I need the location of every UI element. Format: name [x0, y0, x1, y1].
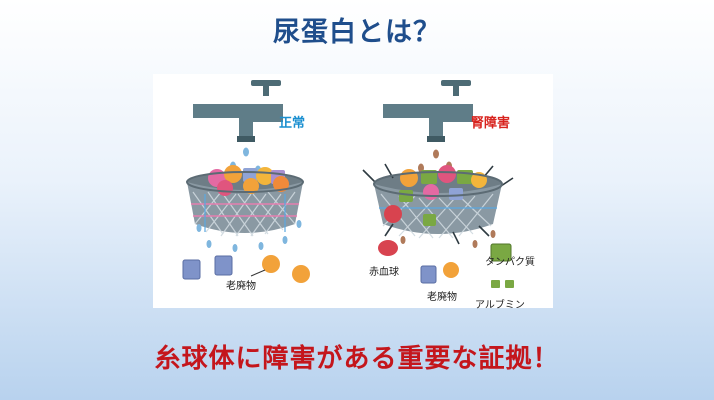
- label-protein: タンパク質: [485, 257, 535, 268]
- label-albumin: アルブミン: [475, 300, 525, 311]
- label-red-blood-cell: 赤血球: [369, 267, 399, 278]
- waste-cubes-left: [182, 255, 310, 283]
- conclusion-text: 糸球体に障害がある重要な証拠！: [154, 344, 560, 374]
- label-kidney-disorder: 腎障害: [471, 116, 511, 131]
- filter-illustration: 正常 腎障害 老廃物 赤血球 タンパク質 老廃物 アルブミン: [153, 74, 553, 311]
- label-waste-right: 老廃物: [427, 292, 457, 303]
- illustration-svg: [182, 80, 514, 288]
- faucet-left-icon: [193, 80, 283, 142]
- label-normal: 正常: [279, 116, 306, 131]
- label-waste-left: 老廃物: [226, 281, 256, 292]
- leaked-items-right: [378, 240, 514, 288]
- faucet-right-icon: [383, 80, 473, 142]
- slide-title: 尿蛋白とは？: [273, 17, 441, 48]
- filter-basket-left: [186, 165, 304, 237]
- filter-basket-right: [362, 163, 514, 245]
